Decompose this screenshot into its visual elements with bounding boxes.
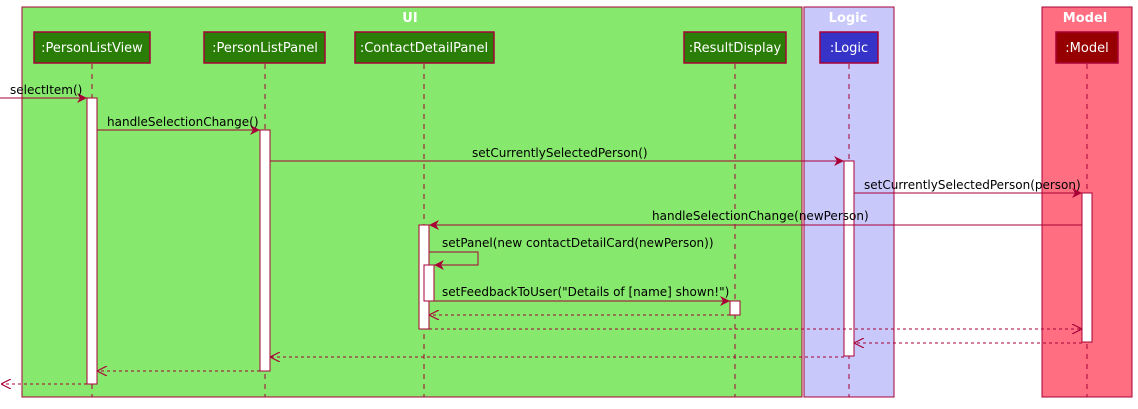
participant-result-display: :ResultDisplay: [683, 31, 787, 64]
participant-person-list-view: :PersonListView: [33, 31, 151, 64]
box-title-model: Model: [1063, 11, 1107, 26]
participant-label: :Model: [1065, 41, 1108, 56]
activation-model: [1081, 192, 1093, 343]
participant-label: :PersonListView: [41, 41, 143, 56]
participant-model: :Model: [1055, 31, 1119, 64]
message-set-currently-selected-person-person: setCurrentlySelectedPerson(person): [854, 178, 1082, 198]
activation-result-display: [729, 300, 741, 316]
box-title-logic: Logic: [829, 11, 868, 26]
message-label: setPanel(new contactDetailCard(newPerson…: [442, 236, 714, 250]
participant-label: :Logic: [830, 41, 868, 56]
activation-contact-detail-panel-nested: [423, 264, 435, 302]
message-label: setCurrentlySelectedPerson(): [472, 146, 648, 160]
participant-logic: :Logic: [819, 31, 879, 64]
message-label: setFeedbackToUser("Details of [name] sho…: [442, 285, 729, 299]
activation-person-list-panel: [259, 129, 271, 372]
participant-label: :ResultDisplay: [689, 41, 782, 56]
activation-person-list-view: [86, 97, 98, 385]
message-label: setCurrentlySelectedPerson(person): [864, 178, 1081, 192]
message-label: selectItem(): [10, 83, 82, 97]
box-title-ui: UI: [402, 11, 417, 26]
message-handle-selection-change-new-person: handleSelectionChange(newPerson): [429, 209, 1082, 230]
participant-person-list-panel: :PersonListPanel: [203, 31, 326, 64]
message-label: handleSelectionChange(): [107, 115, 259, 129]
box-ui: UI: [21, 6, 803, 398]
participant-label: :ContactDetailPanel: [360, 41, 488, 56]
message-select-item: selectItem(): [0, 83, 87, 103]
participant-label: :PersonListPanel: [212, 41, 318, 56]
message-set-panel: setPanel(new contactDetailCard(newPerson…: [429, 236, 714, 270]
participant-contact-detail-panel: :ContactDetailPanel: [354, 31, 495, 64]
message-label: handleSelectionChange(newPerson): [652, 209, 869, 223]
activation-logic: [843, 160, 855, 357]
message-handle-selection-change: handleSelectionChange(): [97, 115, 260, 135]
message-set-currently-selected-person: setCurrentlySelectedPerson(): [270, 146, 844, 166]
message-set-feedback-to-user: setFeedbackToUser("Details of [name] sho…: [434, 285, 730, 306]
